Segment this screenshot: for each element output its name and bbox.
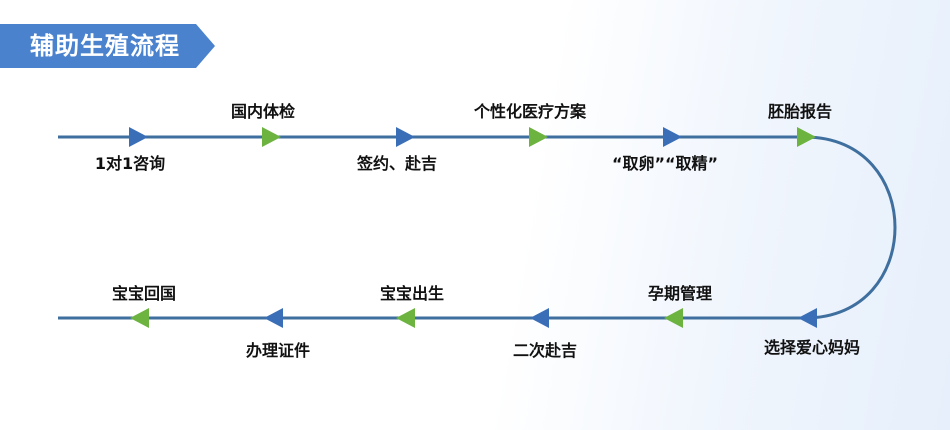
arrow-green-4	[664, 308, 683, 328]
step-label-documents: 办理证件	[245, 341, 311, 360]
title-banner	[0, 24, 215, 68]
arrow-blue-4	[798, 308, 817, 328]
step-label-embryo-report: 胚胎报告	[767, 102, 833, 121]
arrow-blue-1	[129, 127, 148, 147]
page-title: 辅助生殖流程	[30, 32, 180, 60]
step-label-consultation: 1对1咨询	[94, 154, 166, 173]
arrow-green-3	[797, 127, 816, 147]
arrow-green-1	[262, 127, 281, 147]
step-label-checkup: 国内体检	[230, 102, 296, 121]
step-label-surrogate: 选择爱心妈妈	[763, 338, 861, 357]
arrow-blue-2	[396, 127, 415, 147]
step-label-birth: 宝宝出生	[379, 284, 445, 303]
arrow-blue-3	[663, 127, 682, 147]
step-label-treatment-plan: 个性化医疗方案	[473, 102, 587, 121]
arrow-blue-5	[530, 308, 549, 328]
step-label-sign-travel: 签约、赴吉	[356, 154, 438, 173]
arrow-green-6	[130, 308, 149, 328]
flow-line	[58, 135, 897, 320]
step-label-second-trip: 二次赴吉	[512, 341, 578, 360]
step-label-retrieval: “取卵”“取精”	[611, 154, 719, 173]
step-label-return-home: 宝宝回国	[111, 284, 177, 303]
step-label-pregnancy: 孕期管理	[647, 284, 713, 303]
arrow-green-2	[529, 127, 548, 147]
arrow-green-5	[396, 308, 415, 328]
arrow-blue-6	[264, 308, 283, 328]
